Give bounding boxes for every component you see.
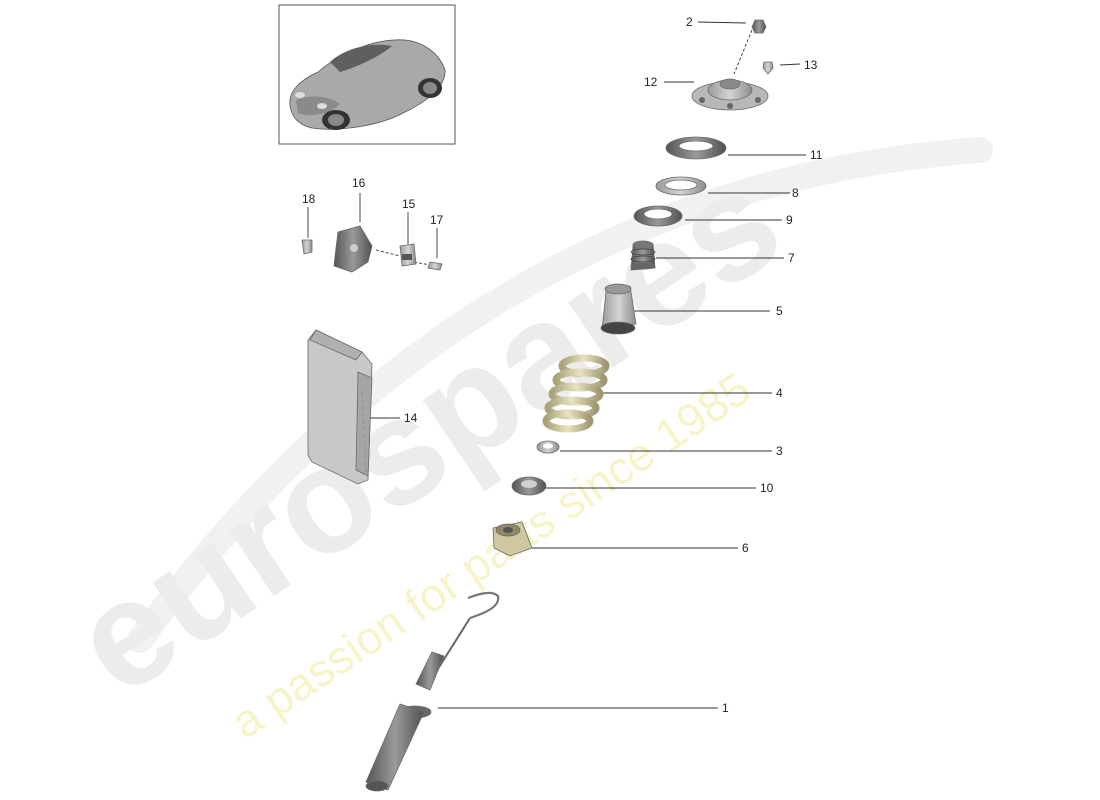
part-bearing-11 [665, 136, 727, 160]
watermark: eurospares a passion for parts since 198… [44, 135, 993, 748]
part-shock-absorber-1 [365, 591, 500, 792]
callout-label-18: 18 [302, 192, 316, 206]
part-sensor-15 [399, 243, 417, 267]
callout-label-11: 11 [810, 148, 823, 162]
callout-label-2: 2 [686, 15, 693, 29]
part-bump-stop-7 [630, 240, 656, 271]
callout-label-1: 1 [722, 701, 729, 715]
part-bracket-16 [333, 225, 373, 273]
callout-label-10: 10 [760, 481, 774, 495]
callout-label-16: 16 [352, 176, 366, 190]
callout-label-3: 3 [776, 444, 783, 458]
part-dust-boot-5 [600, 283, 637, 335]
part-washer-3 [536, 440, 560, 454]
part-coil-spring-4 [542, 354, 610, 433]
part-strut-mount-12 [691, 78, 769, 111]
leader-lines [307, 21, 806, 709]
callout-label-13: 13 [804, 58, 818, 72]
callout-label-4: 4 [776, 386, 783, 400]
callout-label-14: 14 [404, 411, 418, 425]
vehicle-thumbnail [278, 4, 456, 145]
callout-label-9: 9 [786, 213, 793, 227]
part-adjuster-nut-6 [492, 521, 533, 557]
part-bolt-13 [762, 61, 774, 75]
car-illustration [289, 39, 446, 130]
callout-label-15: 15 [402, 197, 416, 211]
callout-label-17: 17 [430, 213, 444, 227]
part-screw-17 [427, 261, 443, 271]
callout-label-5: 5 [776, 304, 783, 318]
part-control-unit-14 [307, 329, 373, 485]
part-spring-pad-9 [633, 205, 683, 227]
watermark-swoosh [127, 137, 993, 653]
callout-label-6: 6 [742, 541, 749, 555]
callout-label-7: 7 [788, 251, 795, 265]
callout-label-8: 8 [792, 186, 799, 200]
part-nut-2 [751, 19, 767, 34]
part-spring-seat-10 [511, 476, 547, 496]
callout-label-12: 12 [644, 75, 658, 89]
callout-labels: 1 2 3 4 5 6 7 8 9 10 11 12 13 14 15 16 1… [302, 15, 823, 715]
part-washer-8 [655, 176, 707, 196]
part-clip-18 [301, 239, 313, 255]
